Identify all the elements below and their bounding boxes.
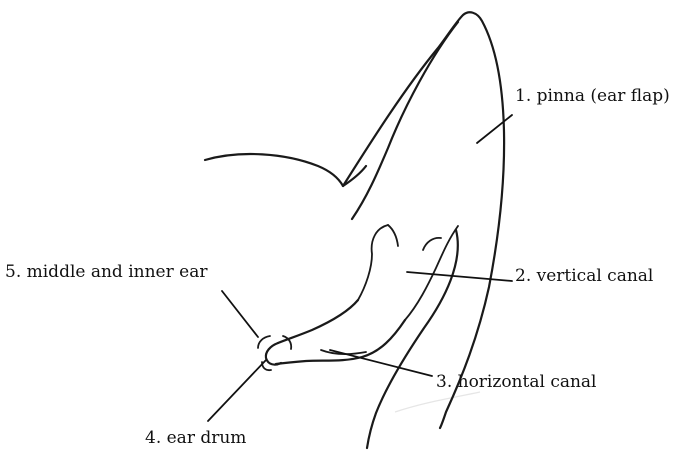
canal-curl-small [388,225,398,246]
ear-drum-outline [266,343,281,365]
label-horizontal-canal: 3. horizontal canal [436,372,597,392]
label-pinna: 1. pinna (ear flap) [515,86,670,106]
head-outline [205,154,366,186]
horizontal-canal-upper [278,300,358,343]
inner-ear-curl-top [258,336,270,348]
label-ear-drum: 4. ear drum [145,428,246,448]
label-middle-inner-ear: 5. middle and inner ear [5,262,208,282]
horizontal-canal-leader-line [330,350,432,376]
label-vertical-canal: 2. vertical canal [515,266,653,286]
canal-curl-left [358,225,388,300]
canal-fold-mid [423,238,441,250]
middle-inner-ear-leader-line [222,291,258,337]
paper-mark [395,392,480,412]
pinna-inner-fold [352,22,458,219]
vertical-canal-leader-line [407,272,512,281]
horizontal-canal-lower [276,320,405,364]
ear-drum-leader-line [208,360,266,421]
pinna-leader-line [477,115,512,143]
